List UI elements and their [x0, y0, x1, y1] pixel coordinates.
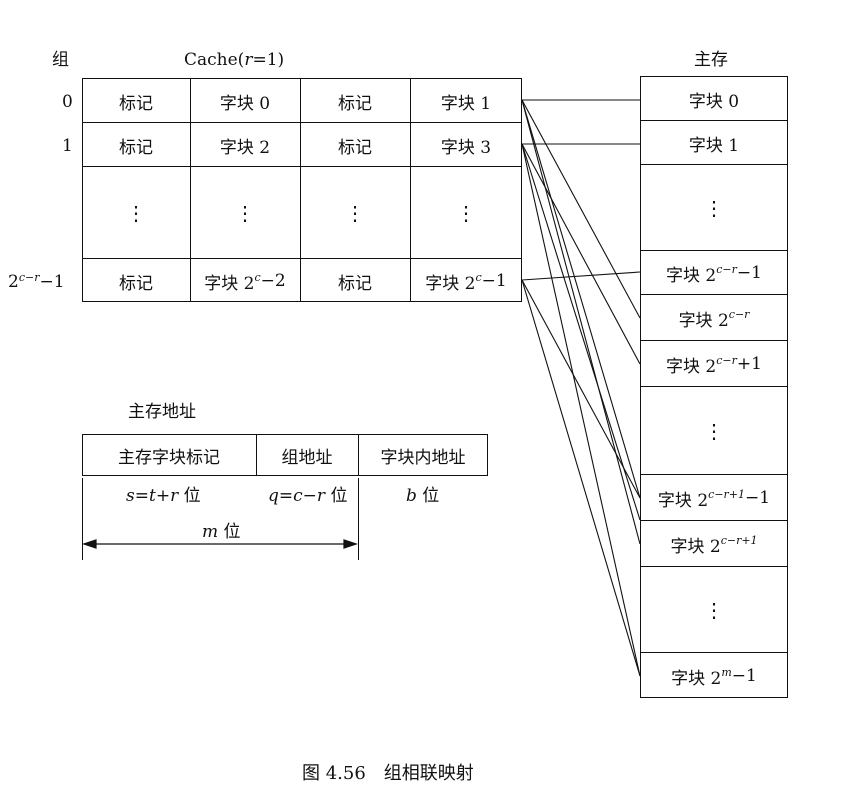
address-field-offset: 字块内地址 — [380, 447, 466, 468]
cache-ellipsis: ⋮ — [235, 201, 255, 225]
width-tag: s=t+r 位 — [126, 486, 201, 506]
address-field-group: 组地址 — [281, 447, 333, 468]
main-memory-column — [640, 76, 788, 698]
cache-ellipsis: ⋮ — [345, 201, 365, 225]
cache-cell-block: 字块 3 — [440, 137, 492, 158]
main-ellipsis: ⋮ — [704, 196, 724, 220]
cache-table — [82, 78, 522, 302]
address-title: 主存地址 — [128, 402, 196, 422]
row-label-1: 1 — [62, 136, 73, 156]
main-block-1: 字块 1 — [688, 135, 740, 156]
cache-cell-block: 字块 2 — [219, 137, 271, 158]
group-header: 组 — [52, 50, 69, 70]
cache-cell-tag: 标记 — [338, 273, 372, 294]
main-memory-title: 主存 — [694, 50, 728, 70]
cache-cell-tag: 标记 — [119, 137, 153, 158]
main-block-0: 字块 0 — [688, 91, 740, 112]
figure-caption: 图 4.56 组相联映射 — [302, 763, 474, 784]
main-ellipsis: ⋮ — [704, 419, 724, 443]
cache-title: Cache(r=1) — [184, 50, 285, 70]
cache-cell-tag: 标记 — [338, 137, 372, 158]
row-label-last: 2c−r−1 — [8, 271, 65, 292]
cache-cell-tag: 标记 — [119, 93, 153, 114]
cache-cell-block: 字块 1 — [440, 93, 492, 114]
main-ellipsis: ⋮ — [704, 598, 724, 622]
cache-cell-tag: 标记 — [338, 93, 372, 114]
address-box — [82, 434, 488, 476]
row-label-0: 0 — [62, 92, 73, 112]
width-offset: b 位 — [406, 486, 440, 506]
cache-ellipsis: ⋮ — [126, 201, 146, 225]
cache-ellipsis: ⋮ — [456, 201, 476, 225]
cache-cell-tag: 标记 — [119, 273, 153, 294]
cache-cell-block: 字块 0 — [219, 93, 271, 114]
width-group: q=c−r 位 — [268, 486, 348, 506]
address-field-tag: 主存字块标记 — [118, 447, 220, 468]
total-width: m 位 — [202, 522, 241, 542]
